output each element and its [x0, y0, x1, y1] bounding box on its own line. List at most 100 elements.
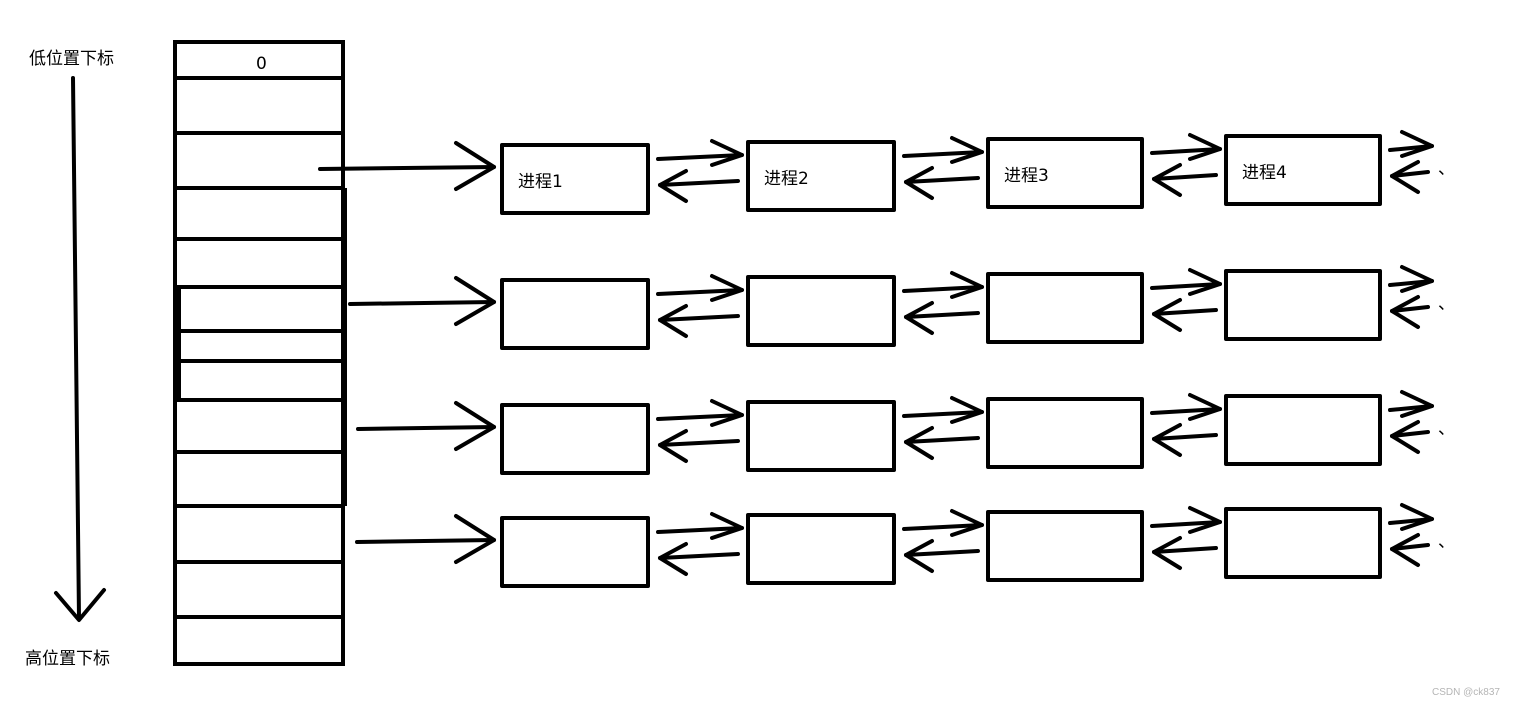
next-pointer-arrow [902, 150, 984, 158]
index-direction-arrow [54, 76, 106, 622]
prev-pointer-arrow [904, 311, 980, 319]
prev-pointer-arrow [904, 436, 980, 444]
process-node-label: 进程4 [1242, 163, 1287, 183]
prev-pointer-arrowhead [1152, 298, 1182, 332]
next-pointer-arrow [1150, 520, 1222, 528]
prev-pointer-arrow [1152, 433, 1218, 441]
next-pointer-arrowhead [710, 399, 744, 427]
prev-pointer-arrowhead [658, 304, 688, 338]
prev-pointer-arrowhead [904, 301, 934, 335]
next-pointer-arrowhead [1188, 393, 1222, 421]
process-node [1224, 507, 1382, 579]
next-pointer-arrowhead [710, 139, 744, 167]
bucket-pointer-arrowhead [454, 401, 496, 451]
next-pointer-arrow [1150, 282, 1222, 290]
continuation-dots: 、 [1438, 532, 1455, 552]
prev-pointer-arrowhead [1390, 160, 1420, 194]
low-index-label: 低位置下标 [29, 49, 114, 69]
prev-pointer-arrow [1390, 305, 1430, 313]
prev-pointer-arrowhead [1390, 295, 1420, 329]
process-node [986, 272, 1144, 344]
process-node [500, 516, 650, 588]
next-pointer-arrow [656, 413, 744, 421]
prev-pointer-arrowhead [658, 542, 688, 576]
prev-pointer-arrowhead [1152, 536, 1182, 570]
process-node [746, 140, 896, 212]
process-node [986, 510, 1144, 582]
next-pointer-arrowhead [950, 271, 984, 299]
process-node [500, 403, 650, 475]
process-node [746, 513, 896, 585]
next-pointer-arrowhead [710, 512, 744, 540]
prev-pointer-arrow [1152, 308, 1218, 316]
list-row: 、 [356, 390, 1455, 475]
next-pointer-arrow [656, 526, 744, 534]
prev-pointer-arrowhead [904, 426, 934, 460]
list-row: 、 [355, 503, 1455, 588]
next-pointer-arrow [656, 288, 744, 296]
bucket-index-zero: 0 [256, 54, 267, 74]
process-node-label: 进程1 [518, 172, 563, 192]
process-node-label: 进程3 [1004, 166, 1049, 186]
process-node [500, 278, 650, 350]
prev-pointer-arrow [658, 314, 740, 322]
process-node [1224, 394, 1382, 466]
prev-pointer-arrowhead [658, 169, 688, 203]
bucket-pointer-arrow [318, 165, 496, 171]
next-pointer-arrowhead [1188, 133, 1222, 161]
prev-pointer-arrow [1152, 546, 1218, 554]
prev-pointer-arrowhead [1390, 420, 1420, 454]
bucket-pointer-arrow [356, 425, 496, 431]
continuation-dots: 、 [1438, 159, 1455, 179]
process-node [500, 143, 650, 215]
next-pointer-arrowhead [1400, 503, 1434, 531]
prev-pointer-arrowhead [1152, 163, 1182, 197]
process-node-label: 进程2 [764, 169, 809, 189]
bucket-pointer-arrowhead [454, 514, 496, 564]
watermark: CSDN @ck837 [1432, 687, 1500, 698]
next-pointer-arrowhead [950, 136, 984, 164]
next-pointer-arrowhead [950, 396, 984, 424]
next-pointer-arrowhead [1400, 130, 1434, 158]
prev-pointer-arrow [658, 552, 740, 560]
list-row: 进程1 进程2 进程3 进程4 、 [318, 130, 1455, 215]
next-pointer-arrow [902, 523, 984, 531]
bucket-pointer-arrowhead [454, 276, 496, 326]
prev-pointer-arrowhead [1152, 423, 1182, 457]
bucket-pointer-arrow [355, 538, 496, 544]
next-pointer-arrowhead [1188, 506, 1222, 534]
next-pointer-arrowhead [1400, 265, 1434, 293]
next-pointer-arrowhead [1400, 390, 1434, 418]
prev-pointer-arrowhead [1390, 533, 1420, 567]
prev-pointer-arrowhead [904, 539, 934, 573]
prev-pointer-arrow [904, 549, 980, 557]
next-pointer-arrowhead [710, 274, 744, 302]
prev-pointer-arrowhead [904, 166, 934, 200]
continuation-dots: 、 [1438, 294, 1455, 314]
next-pointer-arrow [1150, 147, 1222, 155]
next-pointer-arrow [1150, 407, 1222, 415]
prev-pointer-arrowhead [658, 429, 688, 463]
next-pointer-arrow [656, 153, 744, 161]
next-pointer-arrow [902, 285, 984, 293]
bucket-pointer-arrow [348, 300, 496, 306]
prev-pointer-arrow [1390, 170, 1430, 178]
prev-pointer-arrow [658, 439, 740, 447]
process-node [1224, 269, 1382, 341]
bucket-pointer-arrowhead [454, 141, 496, 191]
prev-pointer-arrow [1390, 430, 1430, 438]
prev-pointer-arrow [904, 176, 980, 184]
prev-pointer-arrow [658, 179, 740, 187]
process-node [986, 137, 1144, 209]
process-node [746, 400, 896, 472]
next-pointer-arrowhead [1188, 268, 1222, 296]
next-pointer-arrow [902, 410, 984, 418]
continuation-dots: 、 [1438, 419, 1455, 439]
high-index-label: 高位置下标 [25, 649, 110, 669]
prev-pointer-arrow [1390, 543, 1430, 551]
process-node [986, 397, 1144, 469]
next-pointer-arrowhead [950, 509, 984, 537]
process-node [1224, 134, 1382, 206]
